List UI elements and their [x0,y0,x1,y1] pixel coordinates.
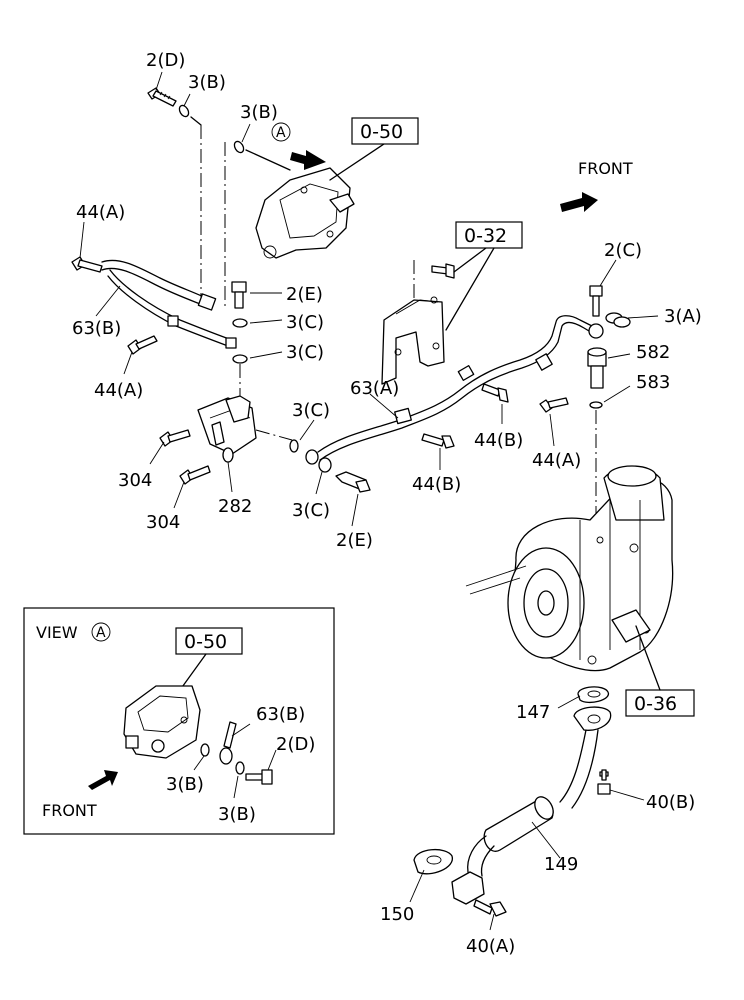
label-44a-3: 44(A) [532,450,581,471]
label-149: 149 [544,854,578,875]
label-147: 147 [516,702,550,723]
bolt-2c [589,285,603,317]
label-3b-2: 3(B) [240,102,278,123]
label-2e-1: 2(E) [286,284,323,305]
label-63b: 63(B) [72,318,121,339]
label-583: 583 [636,372,670,393]
svg-text:0-50: 0-50 [184,631,227,653]
bolt-44a-3 [539,397,569,413]
pipe-63b-inset [219,721,237,765]
turbocharger-part [465,465,674,672]
view-label: VIEW [36,623,78,642]
label-3b-inset-1: 3(B) [166,774,204,795]
front-arrow-inset [88,770,118,790]
bolt-44b-1 [481,383,509,403]
oil-return-pipe-149 [451,706,612,905]
label-2e-2: 2(E) [336,530,373,551]
label-3c-2: 3(C) [286,342,324,363]
circle-letter: A [276,125,286,141]
bracket-282 [197,395,257,463]
label-2d-inset: 2(D) [276,734,315,755]
pipe-63a [289,315,604,465]
label-582: 582 [636,342,670,363]
svg-text:0-32: 0-32 [464,225,507,247]
label-3c-3: 3(C) [292,400,330,421]
ref-box-0-32[interactable]: 0-32 [455,221,523,249]
ref-box-0-50[interactable]: 0-50 [351,117,419,145]
gasket-147 [577,686,609,704]
svg-text:0-36: 0-36 [634,693,677,715]
washer-583 [589,401,603,409]
label-3b-1: 3(B) [188,72,226,93]
callout-labels: 2(D) 3(B) 3(B) 44(A) 2(E) 63(B) 3(C) 3(C… [72,50,702,957]
fitting-582 [587,347,607,389]
washer-3c-4 [318,457,332,473]
label-40a: 40(A) [466,936,515,957]
bolt-2e-2 [335,471,371,493]
washer-3c-1 [232,318,248,328]
bolt-304-1 [159,429,191,447]
washer-inset-1 [200,743,210,757]
label-44a-1: 44(A) [76,202,125,223]
view-a-marker: A [245,122,291,171]
label-2c: 2(C) [604,240,642,261]
label-3a: 3(A) [664,306,702,327]
bolt-40a [473,899,507,917]
label-40b: 40(B) [646,792,695,813]
label-44b-2: 44(B) [412,474,461,495]
label-63b-inset: 63(B) [256,704,305,725]
label-3c-1: 3(C) [286,312,324,333]
label-63a: 63(A) [350,378,399,399]
ref-box-0-50-inset[interactable]: 0-50 [175,627,243,655]
pipe-63b [71,256,237,349]
inset-circle-letter: A [96,625,106,641]
bolt-2d [147,87,177,107]
oil-cover-inset [123,685,201,759]
direction-arrow [290,150,326,170]
front-label-inset: FRONT [42,801,97,820]
bolt-2d-inset [245,769,273,785]
leader-lines [79,71,659,931]
gasket-150 [413,849,453,875]
bolt-44a-2 [127,335,158,355]
front-label-top: FRONT [578,159,633,178]
bracket-0-32 [381,260,445,385]
label-3c-4: 3(C) [292,500,330,521]
washer-3b-1 [178,104,190,118]
bolt-44b-2 [421,433,455,449]
washer-3a [605,312,631,328]
label-282: 282 [218,496,252,517]
front-arrow-top [560,192,598,212]
label-304-2: 304 [146,512,180,533]
bolt-304-2 [179,465,211,485]
label-44a-2: 44(A) [94,380,143,401]
label-2d: 2(D) [146,50,185,71]
label-304-1: 304 [118,470,152,491]
inset-view-a: VIEW A 0-50 63(B) 2(D) 3 [23,607,335,835]
label-44b-1: 44(B) [474,430,523,451]
label-150: 150 [380,904,414,925]
ref-box-0-36[interactable]: 0-36 [625,689,695,717]
bolt-40b [597,769,611,795]
label-3b-inset-2: 3(B) [218,804,256,825]
washer-inset-2 [235,761,245,775]
oil-cover-part [255,167,355,259]
bolt-2e-1 [231,281,247,309]
bolt-0-32 [431,263,455,279]
svg-text:0-50: 0-50 [360,121,403,143]
washer-3b-2 [233,140,245,154]
washer-3c-2 [232,354,248,364]
